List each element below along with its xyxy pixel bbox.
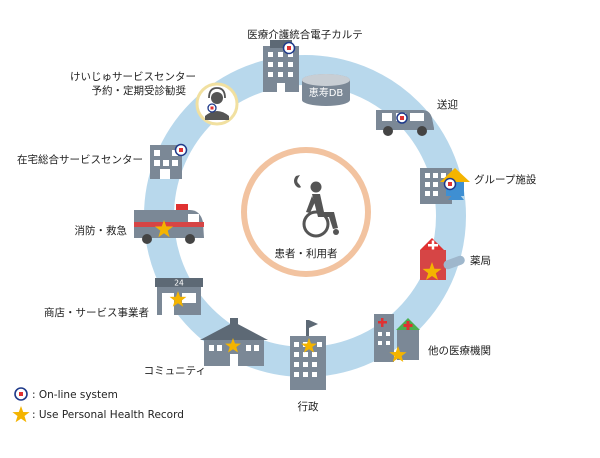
home-care-label: 在宅総合サービスセンター xyxy=(17,153,143,166)
legend-online-label: : On-line system xyxy=(32,389,118,401)
call-center-label-line1: けいじゅサービスセンター xyxy=(70,71,196,83)
group-facilities-label: グループ施設 xyxy=(474,173,537,186)
wheelchair-user-icon xyxy=(294,175,339,238)
other-hospitals-label: 他の医療機関 xyxy=(428,344,491,357)
community-label: コミュニティ xyxy=(144,365,206,377)
database-label: 恵寿DB xyxy=(309,86,344,99)
shop-sign-text: 24 xyxy=(174,279,184,288)
operator-icon xyxy=(195,82,239,126)
shops-label: 商店・サービス事業者 xyxy=(44,306,149,319)
home-care-building-icon xyxy=(150,143,188,179)
pharmacy-phr-star-icon xyxy=(422,262,442,280)
emr-label: 医療介護統合電子カルテ xyxy=(247,28,363,41)
fire-label: 消防・救急 xyxy=(75,224,128,237)
other-hospitals-icon xyxy=(374,314,420,362)
legend-phr-star-icon xyxy=(12,406,30,423)
legend-phr-label: : Use Personal Health Record xyxy=(32,409,184,421)
transport-van-icon xyxy=(376,110,434,136)
call-center-label-line2: 予約・定期受診勧奨 xyxy=(92,84,187,97)
database-icon xyxy=(302,74,350,106)
government-building-icon xyxy=(290,320,326,390)
other-hospitals-phr-star-icon xyxy=(389,346,407,362)
legend-online-icon xyxy=(14,387,28,401)
government-label: 行政 xyxy=(298,400,319,413)
fire-phr-star-icon xyxy=(154,220,174,238)
group-facilities-icon xyxy=(420,168,470,204)
pharmacy-label: 薬局 xyxy=(470,255,491,267)
community-phr-star-icon xyxy=(225,338,241,353)
transport-label: 送迎 xyxy=(437,98,458,111)
shops-phr-star-icon xyxy=(169,291,187,307)
emr-building-icon xyxy=(263,40,299,92)
emr-online-badge-icon xyxy=(282,41,296,55)
government-phr-star-icon xyxy=(301,338,317,353)
ambulance-icon xyxy=(134,204,204,244)
center-label: 患者・利用者 xyxy=(275,248,338,260)
